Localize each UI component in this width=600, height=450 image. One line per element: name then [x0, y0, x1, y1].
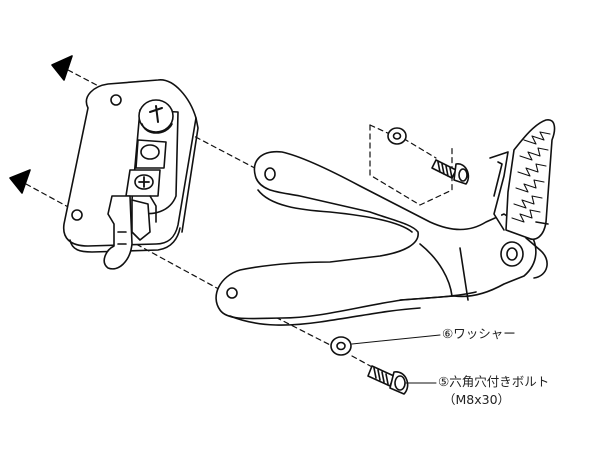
mounting-bracket	[62, 79, 199, 270]
latch-plus-icon	[134, 174, 154, 190]
upper-arrow-icon	[51, 55, 73, 81]
footpeg-bracket-arm	[215, 151, 537, 326]
phillips-screw-icon	[138, 99, 174, 134]
hex-socket-bolt-icon	[367, 365, 409, 395]
washer-callout-label: ⑥ワッシャー	[442, 326, 516, 341]
washer-icon	[330, 336, 352, 356]
washer-leader-line	[351, 334, 441, 345]
lower-arrow-icon	[9, 169, 31, 194]
footpeg	[489, 119, 556, 279]
footpeg-grip-teeth	[511, 131, 551, 223]
bolt-size-label: （M8x30）	[443, 392, 511, 407]
upper-washer-icon	[387, 127, 407, 145]
upper-bolt-icon	[431, 159, 470, 185]
bolt-callout-label: ⑤六角穴付きボルト	[438, 374, 550, 389]
